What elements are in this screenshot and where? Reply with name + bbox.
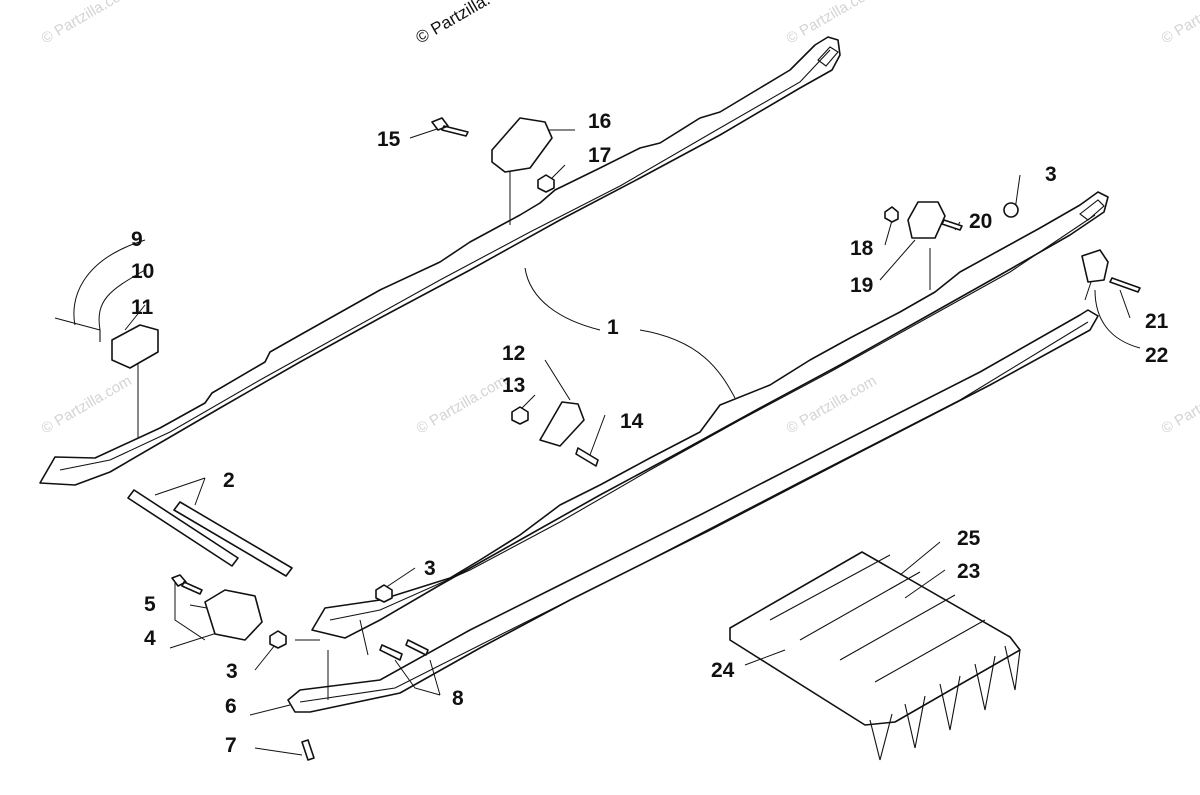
callout-5: 5 [144, 593, 156, 616]
watermarks: © Partzilla. © Partzilla.com © Partzilla… [39, 0, 1200, 437]
callout-7: 7 [225, 734, 237, 757]
watermark: © Partzilla.com [1159, 372, 1200, 437]
slide-rail-right [311, 191, 1109, 639]
callout-17: 17 [588, 144, 611, 167]
callout-11: 11 [131, 296, 154, 319]
callout-2: 2 [223, 469, 235, 492]
cross-shafts [127, 489, 293, 577]
callout-3: 3 [226, 660, 238, 683]
callout-13: 13 [502, 374, 525, 397]
callout-4: 4 [144, 627, 156, 650]
callout-24: 24 [711, 659, 735, 682]
callout-12: 12 [502, 342, 525, 365]
callout-3: 3 [424, 557, 436, 580]
watermark: © Partzilla.com [414, 372, 510, 437]
track-section [729, 551, 1021, 761]
leader-lines [73, 127, 1141, 756]
watermark: © Partzilla.com [39, 0, 135, 47]
callout-3: 3 [1045, 163, 1057, 186]
watermark: © Partzilla.com [1159, 0, 1200, 47]
wear-strip [287, 309, 1099, 713]
track-cleats [869, 645, 1021, 761]
callout-18: 18 [850, 237, 874, 260]
callout-20: 20 [969, 210, 992, 233]
callout-15: 15 [377, 128, 401, 151]
callout-14: 14 [620, 410, 644, 433]
callout-9: 9 [131, 228, 143, 251]
callout-23: 23 [957, 560, 980, 583]
callout-19: 19 [850, 274, 873, 297]
watermark: © Partzilla.com [39, 372, 135, 437]
callout-21: 21 [1145, 310, 1169, 333]
slide-rail-left [39, 36, 841, 486]
watermark-top: © Partzilla. [413, 0, 494, 47]
callout-16: 16 [588, 110, 611, 133]
callout-1: 1 [607, 316, 619, 339]
hardware [54, 117, 1141, 761]
callout-25: 25 [957, 527, 981, 550]
callout-22: 22 [1145, 344, 1168, 367]
callout-8: 8 [452, 687, 464, 710]
callout-10: 10 [131, 260, 154, 283]
callout-labels: 1 2 3 3 3 4 5 6 7 8 9 10 11 12 13 14 15 … [131, 110, 1169, 757]
callout-6: 6 [225, 695, 237, 718]
